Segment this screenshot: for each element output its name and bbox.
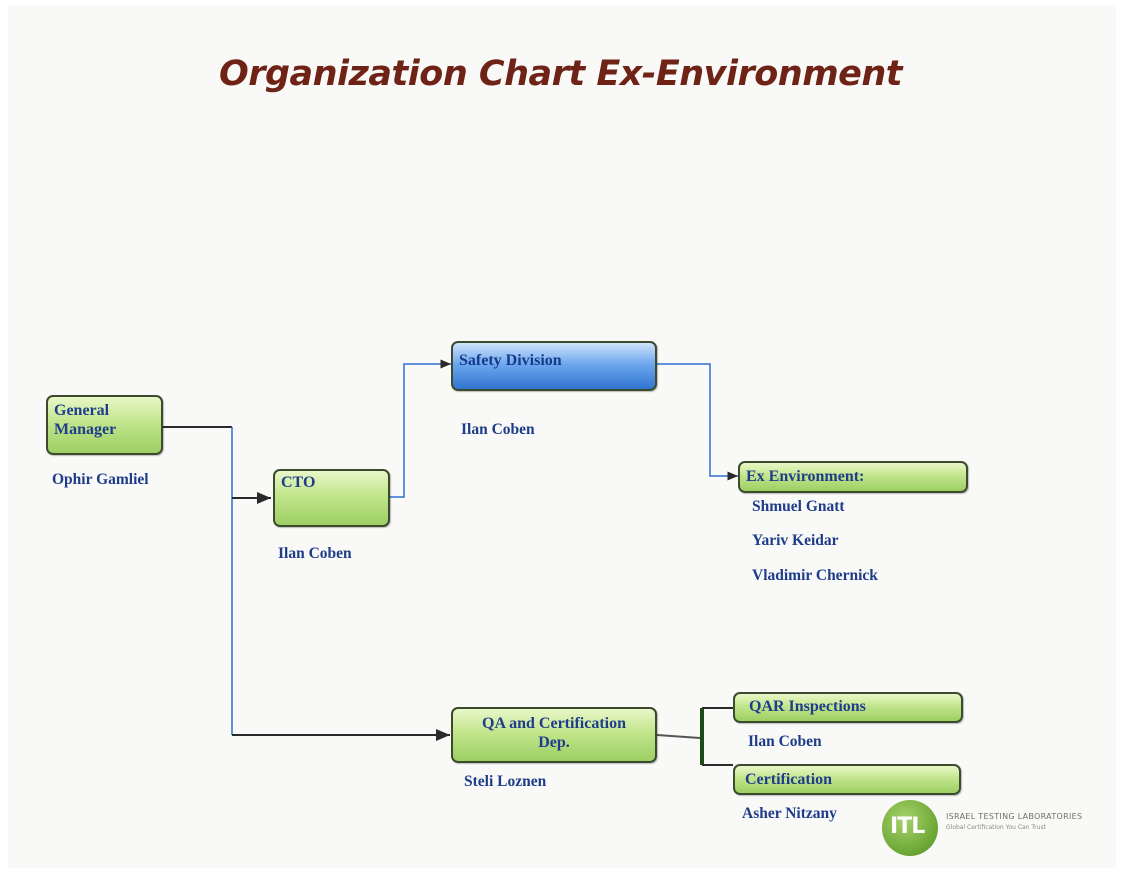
person-safety-division: Ilan Coben [461,421,535,438]
node-certification: Certification [733,764,961,795]
node-certification-label: Certification [745,771,833,788]
person-qar-inspections: Ilan Coben [748,733,822,750]
person-certification: Asher Nitzany [742,805,837,822]
node-qar-inspections: QAR Inspections [733,692,963,723]
logo-circle-icon [882,800,938,856]
person-qa-certification: Steli Loznen [464,773,547,790]
line-qa-bracket [656,734,701,739]
line-cto-safety [390,359,451,498]
node-ex-environment-label: Ex Environment: [746,468,865,485]
ex-environment-member: Shmuel Gnatt [752,498,845,515]
node-cto-label: CTO [281,474,316,491]
node-general-manager: General Manager [46,395,163,455]
node-ex-environment: Ex Environment: [738,461,968,493]
node-general-manager-label: General Manager [54,402,117,438]
logo-mark: ITL [890,814,925,839]
person-general-manager: Ophir Gamliel [52,471,149,488]
node-qa-certification-label-line1: QA and Certification [482,715,626,732]
logo-tagline: Global Certification You Can Trust [946,824,1046,831]
ex-environment-member: Vladimir Chernick [752,567,878,584]
line-safety-ex [657,363,738,481]
node-qar-inspections-label: QAR Inspections [749,698,866,715]
node-cto: CTO [273,469,390,527]
node-safety-division-label: Safety Division [459,352,562,369]
node-safety-division: Safety Division [451,341,657,391]
chart-title: Organization Chart Ex-Environment [218,54,903,94]
logo-name: ISRAEL TESTING LABORATORIES [946,812,1083,821]
ex-environment-member: Yariv Keidar [752,532,839,549]
person-cto: Ilan Coben [278,545,352,562]
node-qa-certification: QA and Certification Dep. [451,707,657,763]
node-qa-certification-label-line2: Dep. [538,734,570,751]
